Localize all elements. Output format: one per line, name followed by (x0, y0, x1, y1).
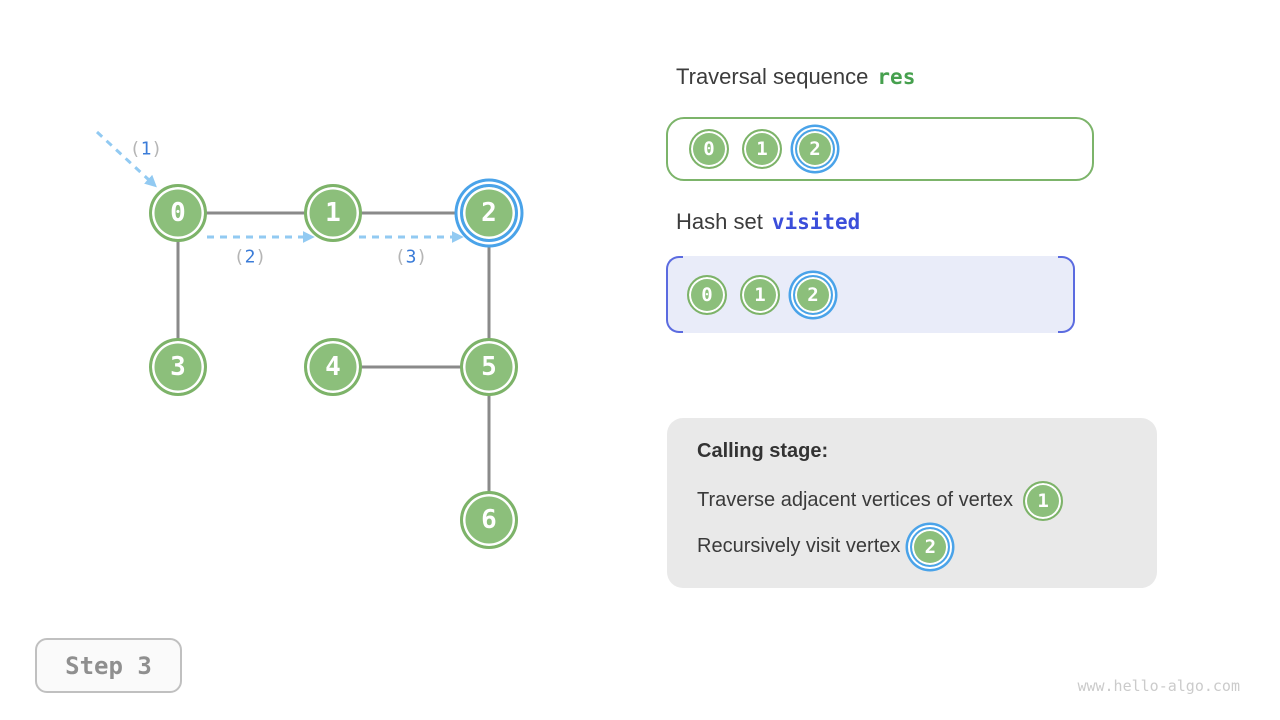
calling-line-1: Traverse adjacent vertices of vertex 1 (697, 480, 1157, 521)
res-item-1: 1 (742, 129, 782, 169)
paren-close: ) (151, 138, 163, 160)
visited-item-1: 1 (740, 274, 780, 315)
res-item-2-highlighted: 2 (795, 129, 835, 169)
order-number: 2 (244, 246, 256, 268)
visited-title-text: Hash set (676, 209, 763, 234)
traversal-order-label-2: (2) (234, 247, 267, 268)
graph-node-2-highlighted: 2 (460, 184, 518, 242)
graph-edges (176, 211, 491, 520)
graph-node-3: 3 (149, 338, 207, 396)
order-number: 3 (405, 246, 417, 268)
visited-code-label: visited (771, 210, 861, 234)
graph-node-5: 5 (460, 338, 518, 396)
calling-stage-heading: Calling stage: (697, 440, 829, 462)
graph-panel: 0 1 2 3 4 5 6 (1) (2) (3) (0, 0, 640, 640)
visited-item-0: 0 (687, 274, 727, 315)
paren-close: ) (255, 246, 267, 268)
hash-set-box: 0 1 2 (666, 256, 1075, 333)
calling-line-1-node: 1 (1023, 480, 1064, 521)
res-code-label: res (877, 65, 916, 89)
visited-title: Hash set visited (676, 209, 860, 235)
traversal-order-label-1: (1) (130, 139, 163, 160)
graph-node-0: 0 (149, 184, 207, 242)
calling-line-2-node-highlighted: 2 (910, 526, 951, 567)
traversal-sequence-box: 0 1 2 (666, 117, 1094, 181)
paren-close: ) (416, 246, 428, 268)
traversal-order-label-3: (3) (395, 247, 428, 268)
paren-open: ( (394, 246, 406, 268)
graph-node-6: 6 (460, 491, 518, 549)
watermark: www.hello-algo.com (1077, 677, 1240, 695)
calling-stage-box: Calling stage: Traverse adjacent vertice… (667, 418, 1157, 588)
calling-line-1-text: Traverse adjacent vertices of vertex (697, 489, 1014, 511)
step-indicator: Step 3 (35, 638, 182, 693)
calling-line-2: Recursively visit vertex 2 (697, 526, 1157, 567)
calling-line-2-text: Recursively visit vertex (697, 535, 901, 557)
graph-node-4: 4 (304, 338, 362, 396)
graph-node-1: 1 (304, 184, 362, 242)
order-number: 1 (140, 138, 152, 160)
visited-right-bracket-icon (1058, 256, 1075, 333)
res-title: Traversal sequence res (676, 64, 915, 90)
res-item-0: 0 (689, 129, 729, 169)
paren-open: ( (233, 246, 245, 268)
visited-item-2-highlighted: 2 (793, 274, 833, 315)
paren-open: ( (129, 138, 141, 160)
visited-left-bracket-icon (666, 256, 683, 333)
res-title-text: Traversal sequence (676, 64, 869, 89)
